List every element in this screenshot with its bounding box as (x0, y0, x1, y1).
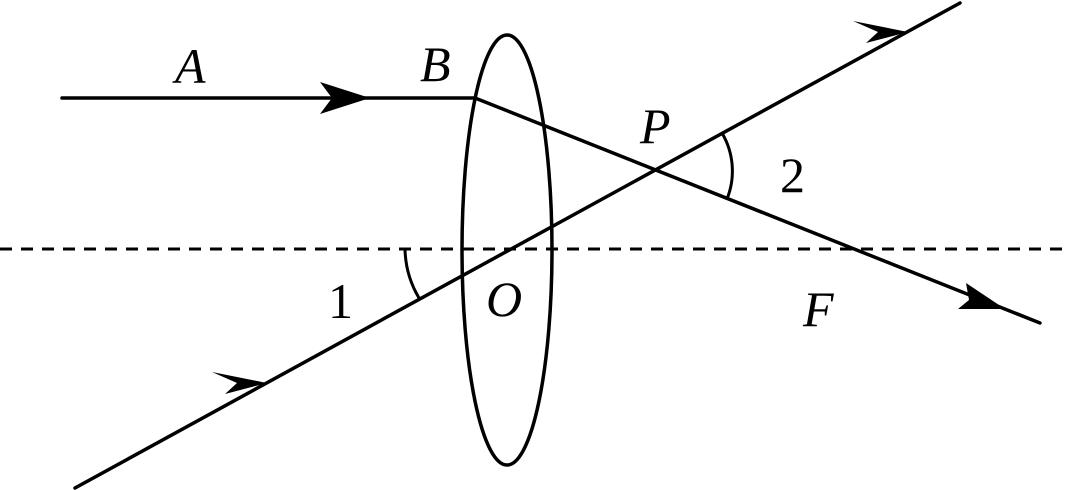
refracted-ray-bpf (473, 96, 1042, 325)
angle-2-arc (720, 132, 734, 200)
arrowhead-ray-ab (320, 82, 370, 114)
arrowhead-oblique-lower (212, 372, 267, 394)
label-point-f: F (802, 281, 834, 337)
arrowhead-oblique-upper (853, 21, 908, 43)
label-angle-2: 2 (780, 147, 805, 203)
oblique-ray-through-o (73, 1, 962, 490)
label-point-p: P (639, 98, 671, 154)
label-point-b: B (420, 36, 451, 92)
label-angle-1: 1 (328, 273, 353, 329)
convex-lens (460, 33, 554, 467)
angle-1-arc (403, 248, 421, 299)
label-point-a: A (172, 38, 206, 94)
label-point-o: O (486, 271, 522, 327)
arrowhead-ray-bf (958, 283, 1005, 309)
